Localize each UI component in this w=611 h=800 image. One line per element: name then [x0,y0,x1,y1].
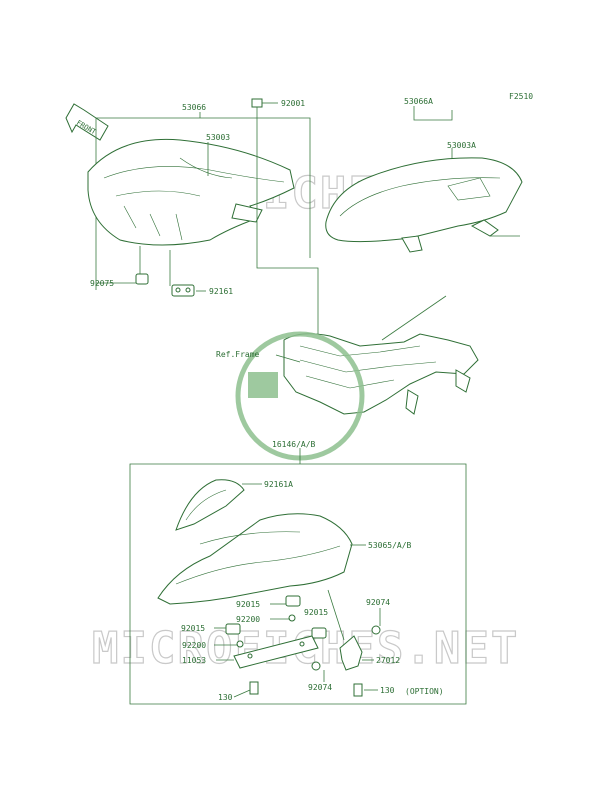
clip-92015-right-icon [311,627,327,639]
front-arrow-icon: FRONT [65,103,109,141]
lock-27012-icon [339,635,363,671]
callout-16146: 16146/A/B [272,440,316,449]
callout-53065: 53065/A/B [368,541,412,550]
clip-92015-left-icon [225,623,241,635]
callout-92161A: 92161A [264,480,293,489]
callout-53003A: 53003A [447,141,476,150]
callout-53003: 53003 [206,133,230,142]
callout-92074-b: 92074 [308,683,332,692]
callout-92015-a: 92015 [236,600,260,609]
bolt-130-icon [249,681,363,697]
bracket-11053-icon [233,635,319,669]
rider-seat-assembly [87,98,319,382]
callout-92200-b: 92200 [182,641,206,650]
optional-seat-cowl-assembly [129,448,467,705]
callout-130-b: 130 [380,686,395,695]
callout-92001: 92001 [281,99,305,108]
callout-92015-c: 92015 [181,624,205,633]
callout-27012: 27012 [376,656,400,665]
callout-53066A: 53066A [404,97,433,106]
rubber-92075-icon [135,273,149,285]
logo-label: Kawasaki [257,410,337,428]
seat-cover-assembly [325,106,523,341]
rear-frame-reference [275,333,479,415]
ref-frame-label: Ref.Frame [216,350,260,359]
callout-92015-b: 92015 [304,608,328,617]
grommet-92074-icon [311,625,381,671]
callout-92161: 92161 [209,287,233,296]
option-note: (OPTION) [405,687,444,696]
clip-92015-icon [285,595,301,607]
figure-code: F2510 [509,92,533,101]
callout-130-a: 130 [218,693,233,702]
clip-92161-icon [171,284,195,297]
callout-53066: 53066 [182,103,206,112]
callout-92075: 92075 [90,279,114,288]
callout-92200-a: 92200 [236,615,260,624]
callout-92074-a: 92074 [366,598,390,607]
callout-11053: 11053 [182,656,206,665]
collar-92200-icon [236,614,296,648]
